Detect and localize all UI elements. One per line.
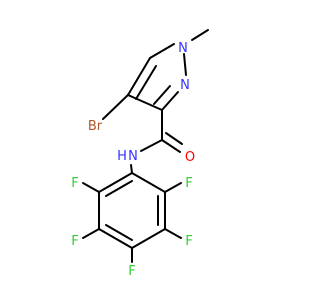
atom-nh-n-label: N — [128, 149, 138, 164]
atom-f3-label: F — [128, 264, 135, 279]
bond-ar5-f4 — [82, 228, 100, 239]
bond-carbonyl-o — [161, 139, 181, 153]
bond-c4-br — [102, 94, 129, 120]
atom-f2-label: F — [185, 234, 192, 249]
bond-n1-c5 — [149, 43, 175, 59]
bond-ar4-ar5 — [98, 228, 133, 249]
bond-nh-aryl — [130, 164, 133, 174]
bond-carbonyl-o-double — [165, 132, 183, 145]
atom-f4-label: F — [71, 234, 78, 249]
atom-n2-label: N — [180, 78, 190, 93]
bond-carbonyl-nh — [140, 139, 163, 152]
atom-labels: N N Br O N H F F F F F — [71, 41, 195, 279]
bond-c5-c4 — [127, 57, 151, 96]
bond-ar6-ar1-double — [105, 180, 133, 197]
bond-ar3-ar4 — [131, 228, 166, 249]
atom-f5-label: F — [71, 176, 78, 191]
bond-c4-c3 — [127, 94, 163, 111]
bonds — [82, 29, 209, 263]
atom-f1-label: F — [185, 176, 192, 191]
atom-o-label: O — [185, 150, 195, 165]
bond-ar4-ar5-double — [105, 224, 133, 241]
bond-ar6-f5 — [82, 182, 100, 193]
atom-n1-label: N — [178, 41, 188, 56]
molecule-structure: N N Br O N H F F F F F — [71, 29, 209, 279]
atom-br-label: Br — [88, 119, 103, 134]
bond-ar1-ar2 — [131, 172, 166, 193]
bond-c3-n2 — [161, 91, 179, 111]
bond-n2-n1 — [183, 53, 187, 76]
bond-c5-c4-double — [135, 65, 157, 100]
bond-ar2-f1 — [164, 182, 182, 193]
bond-ar3-f2 — [164, 228, 182, 239]
atom-nh-h-label: H — [117, 149, 127, 164]
bond-methyl-n1 — [191, 29, 209, 41]
bond-ar6-ar1 — [98, 172, 133, 193]
bond-c3-n2-double — [153, 85, 171, 105]
